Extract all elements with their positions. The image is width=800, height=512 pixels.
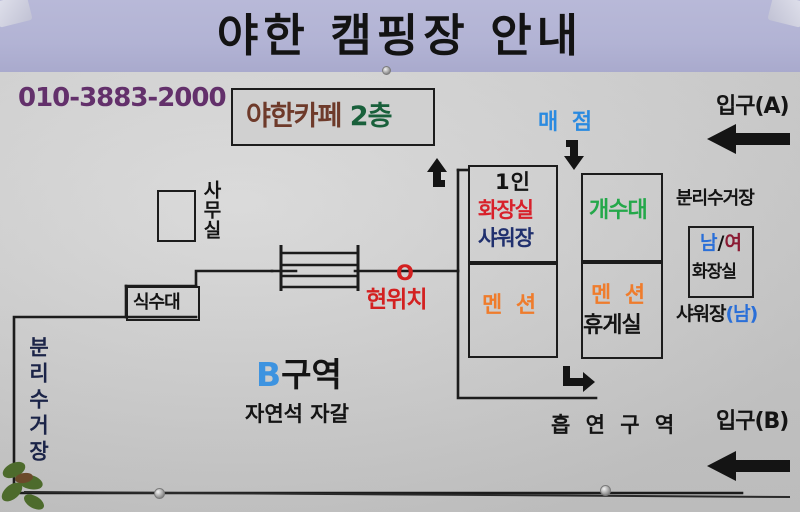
slash-separator: /: [717, 232, 725, 254]
arrow-left-icon-a: [707, 124, 790, 154]
pension-lounge-box: [581, 260, 663, 359]
recycling-area-label-right: 분리수거장: [676, 188, 755, 209]
one-person-label: 1인: [495, 170, 531, 194]
zone-letter: B: [256, 355, 282, 394]
male-shower-text: 샤워장: [676, 303, 726, 325]
cafe-floor: 2층: [349, 101, 393, 132]
mounting-bolt: [382, 66, 391, 75]
smoking-area-label: 흡 연 구 역: [551, 413, 679, 437]
entrance-b-label: 입구(B): [716, 409, 789, 434]
stairs-icon: [279, 245, 360, 291]
office-box: [157, 190, 196, 242]
cafe-name: 야한카페: [246, 101, 342, 132]
store-label: 매 점: [538, 110, 596, 135]
phone-number: 010-3883-2000: [18, 83, 227, 113]
pension-label-2: 멘 션: [591, 283, 649, 308]
mounting-bolt: [154, 488, 165, 499]
page-title: 야한 캠핑장 안내: [216, 9, 584, 62]
current-location-label: 현위치: [366, 287, 427, 313]
map-panel: [0, 72, 800, 512]
sink-box: [581, 173, 663, 264]
male-shower-label: 샤워장(남): [676, 303, 758, 325]
mounting-bolt: [600, 485, 611, 496]
office-label: 사무실: [199, 180, 222, 240]
arrow-up-bent-icon: [427, 158, 447, 187]
arrow-right-bent-icon: [563, 366, 595, 392]
female-label: 여: [724, 232, 742, 254]
arrow-left-icon-b: [707, 451, 790, 481]
sink-label: 개수대: [589, 198, 648, 223]
shower-label: 샤워장: [478, 226, 534, 250]
toilet-small-label: 화장실: [692, 262, 737, 282]
recycling-area-label-left: 분리수거장: [26, 336, 51, 466]
sign-bottom-rail: [23, 491, 791, 498]
water-station-label: 식수대: [133, 292, 181, 313]
pension-box-1: [468, 261, 558, 358]
sign-header: 야한 캠핑장 안내: [0, 0, 800, 74]
zone-word: 구역: [281, 355, 342, 394]
toilet-label: 화장실: [478, 198, 534, 222]
male-female-label: 남/여: [700, 234, 742, 253]
current-location-marker-icon: O: [396, 261, 414, 285]
entrance-a-label: 입구(A): [716, 94, 790, 119]
pension-label-1: 멘 션: [482, 293, 540, 318]
male-shower-tag: (남): [725, 303, 758, 325]
cafe-box: [231, 88, 435, 146]
water-station-box: [126, 286, 200, 321]
lounge-label: 휴게실: [583, 313, 642, 338]
arrow-down-bent-icon: [564, 140, 584, 170]
toilet-shower-box: [468, 165, 558, 265]
male-female-toilet-box: [688, 226, 754, 298]
cafe-label: 야한카페 2층: [246, 101, 393, 132]
zone-title: B구역: [256, 358, 342, 391]
zone-surface-label: 자연석 자갈: [245, 402, 349, 426]
male-label: 남: [700, 232, 718, 254]
